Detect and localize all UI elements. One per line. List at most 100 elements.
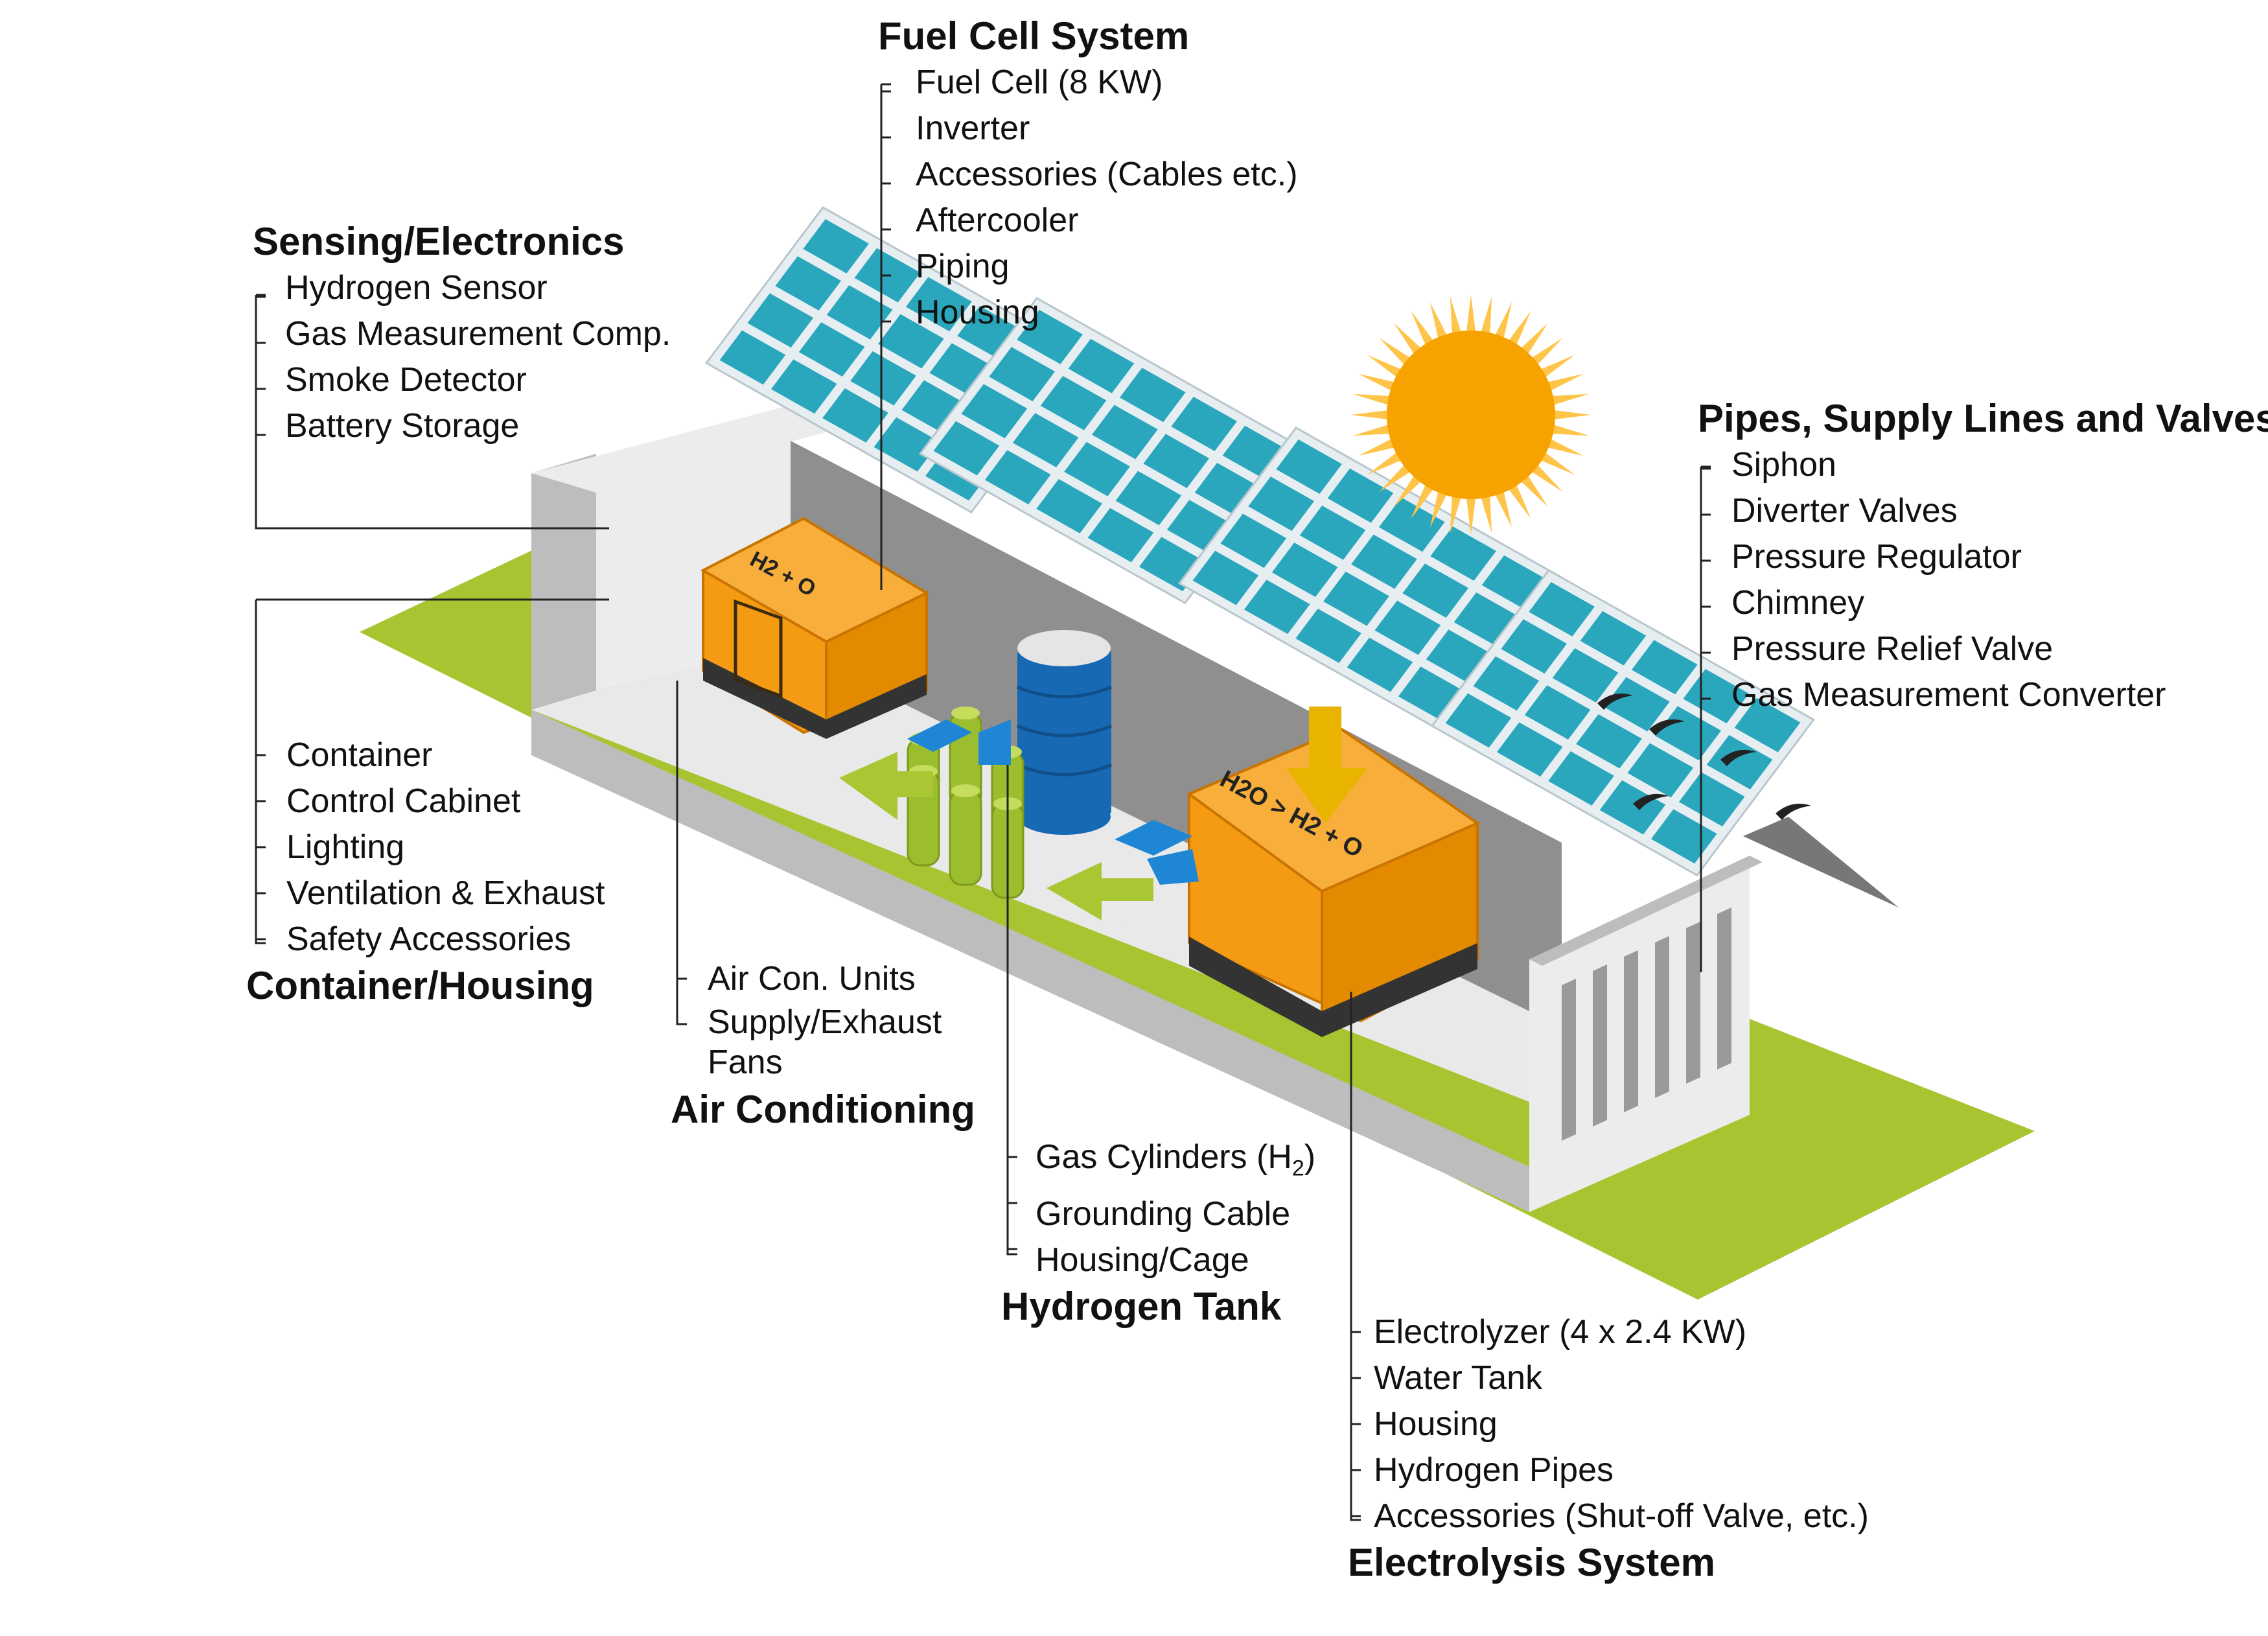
- solar-cell: [1017, 310, 1083, 364]
- solar-cell: [775, 256, 842, 311]
- solar-cell: [826, 285, 893, 340]
- gas-cylinder: [949, 784, 982, 886]
- container-door-ribs: [1562, 907, 1731, 1141]
- electrolysis-system-item: Hydrogen Pipes: [1374, 1451, 1614, 1489]
- sun-ray: [1529, 338, 1563, 367]
- solar-cell: [1347, 637, 1413, 692]
- solar-cell: [984, 450, 1051, 505]
- solar-cell: [1473, 656, 1540, 711]
- fuel-cell-system-group: Fuel Cell System Fuel Cell (8 KW)Inverte…: [878, 13, 1298, 336]
- solar-panel: [1430, 569, 1816, 877]
- sun-ray: [1450, 296, 1462, 336]
- fuel-cell-unit: H2 + O: [700, 517, 930, 739]
- solar-cell: [1351, 534, 1417, 589]
- air-conditioning-item-text: Supply/Exhaust Fans: [708, 1003, 942, 1081]
- sun-ray: [1551, 410, 1591, 420]
- sun-ray: [1494, 302, 1512, 341]
- leader-ticks: [256, 90, 1711, 1517]
- h2-subscript: 2: [1291, 1156, 1304, 1181]
- solar-cell: [1631, 640, 1698, 695]
- sensing-electronics-item: Battery Storage: [285, 407, 520, 445]
- solar-panel: [918, 297, 1304, 605]
- solar-cell: [1115, 471, 1182, 526]
- sun-ray: [1529, 463, 1563, 492]
- sun-icon: [1351, 295, 1591, 535]
- solar-cell: [1599, 780, 1666, 835]
- solar-cell: [1012, 413, 1079, 467]
- door-rib: [1655, 936, 1669, 1098]
- solar-cell: [1580, 611, 1647, 666]
- sun-ray: [1411, 310, 1435, 347]
- solar-cell: [798, 322, 865, 377]
- leader-lines: [255, 83, 1711, 1521]
- solar-cell: [1378, 497, 1445, 552]
- solar-cell: [1040, 375, 1107, 430]
- door-rib: [1593, 964, 1607, 1127]
- solar-cell: [1087, 508, 1154, 563]
- solar-cell: [1734, 697, 1801, 753]
- sun-ray: [1429, 302, 1448, 341]
- solar-cell: [1706, 735, 1773, 789]
- hydrogen-tank-item: Gas Cylinders (H2): [1036, 1134, 1315, 1191]
- sun-ray: [1352, 393, 1393, 406]
- container-housing-item: Ventilation & Exhaust: [286, 874, 605, 912]
- solar-cell: [1271, 543, 1338, 597]
- fuel-cell-system-item: Housing: [916, 294, 1039, 331]
- solar-cell: [1248, 476, 1315, 532]
- solar-cell: [1171, 397, 1237, 451]
- sun-ray: [1411, 482, 1435, 519]
- solar-cell: [989, 347, 1056, 402]
- solar-cell: [1220, 513, 1287, 568]
- sun-ray: [1538, 355, 1575, 379]
- solar-cell: [850, 351, 916, 406]
- sun-ray: [1519, 323, 1548, 356]
- solar-cell: [1445, 693, 1512, 748]
- door-rib: [1624, 950, 1638, 1112]
- pipes-supply-lines-valves-item: Diverter Valves: [1731, 492, 1958, 530]
- hydrogen-tank-item: Housing/Cage: [1036, 1241, 1249, 1280]
- sensing-electronics-item: Smoke Detector: [285, 361, 527, 399]
- sun-ray: [1494, 489, 1512, 528]
- pipes-supply-lines-valves-item: Pressure Regulator: [1731, 538, 2022, 576]
- electrolysis-system-title: Electrolysis System: [1348, 1541, 1715, 1584]
- solar-cell: [1374, 600, 1441, 655]
- solar-cell: [1524, 685, 1591, 740]
- sun-ray: [1367, 355, 1404, 379]
- solar-cell: [1092, 404, 1158, 460]
- sensing-electronics-title: Sensing/Electronics: [253, 220, 625, 263]
- solar-cell: [1604, 677, 1670, 732]
- container-housing-item: Safety Accessories: [286, 920, 572, 958]
- solar-cell: [1576, 714, 1642, 769]
- sensing-electronics-item: Hydrogen Sensor: [285, 269, 548, 307]
- solar-cell: [1036, 479, 1102, 533]
- sun-ray: [1379, 463, 1413, 492]
- birds-icon: [1597, 693, 1811, 820]
- solar-cell: [905, 277, 972, 332]
- pipes-supply-lines-valves-title: Pipes, Supply Lines and Valves: [1698, 397, 2268, 440]
- hydrogen-tank-item-text: Gas Cylinders (H: [1036, 1138, 1292, 1176]
- sun-ray: [1480, 493, 1492, 533]
- solar-cell: [1068, 338, 1135, 393]
- solar-cell: [1552, 648, 1619, 703]
- electrolysis-system-item: Accessories (Shut-off Valve, etc.): [1374, 1497, 1869, 1535]
- sun-ray: [1545, 438, 1584, 456]
- sun-ray: [1549, 393, 1590, 406]
- solar-cell: [1496, 722, 1563, 777]
- solar-cell: [1064, 441, 1130, 497]
- solar-cell: [719, 330, 786, 385]
- pipes-supply-lines-valves-item: Siphon: [1731, 446, 1836, 484]
- solar-cell: [822, 388, 888, 443]
- solar-cell: [961, 384, 1028, 439]
- electrolysis-system-item: Electrolyzer (4 x 2.4 KW): [1374, 1313, 1747, 1351]
- solar-cell: [803, 219, 869, 274]
- solar-cell: [747, 293, 814, 348]
- electrolysis-system-item: Water Tank: [1374, 1359, 1543, 1397]
- sun-ray: [1480, 296, 1492, 336]
- solar-cell: [1295, 609, 1361, 663]
- sun-ray: [1394, 473, 1423, 507]
- solar-cell: [1244, 579, 1310, 635]
- container-housing-item: Container: [286, 736, 433, 774]
- sun-ray: [1507, 482, 1531, 519]
